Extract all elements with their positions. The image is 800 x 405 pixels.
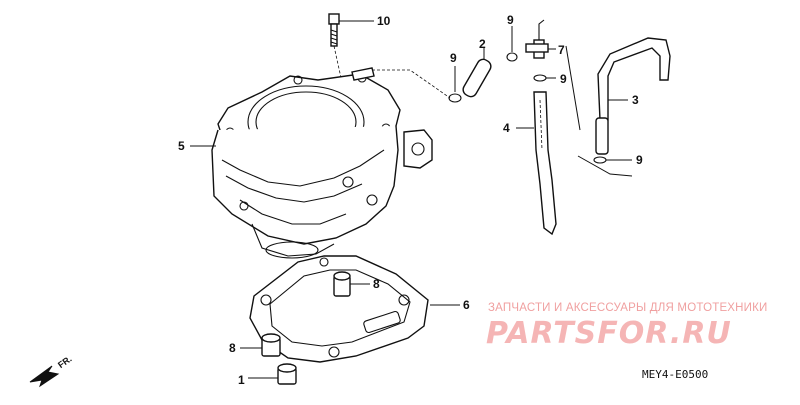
dowel-pin-8-lower [261, 333, 281, 357]
watermark-caption: ЗАПЧАСТИ И АКСЕССУАРЫ ДЛЯ МОТОТЕХНИКИ [488, 302, 768, 314]
clip-9-d [593, 156, 607, 164]
clip-9-c [533, 74, 547, 82]
cylinder-5 [211, 67, 433, 259]
callout-4: 4 [503, 121, 510, 135]
clip-9-b [506, 52, 518, 62]
collar-1 [277, 363, 297, 385]
callout-8b: 8 [229, 341, 236, 355]
bracket-line-lower [577, 155, 633, 177]
reference-code: MEY4-E0500 [642, 368, 709, 381]
tube-4 [533, 91, 557, 236]
callout-10: 10 [377, 14, 391, 28]
clip-9-a [448, 93, 462, 103]
callout-6: 6 [463, 298, 470, 312]
hose-route-line [372, 69, 451, 99]
callout-9c: 9 [560, 72, 567, 86]
callout-7: 7 [558, 43, 565, 57]
bolt-10 [328, 13, 340, 47]
joint-7 [525, 19, 549, 59]
callout-1: 1 [238, 373, 245, 387]
gasket-6 [249, 255, 429, 363]
front-direction-arrow [29, 365, 60, 388]
callout-8a: 8 [373, 277, 380, 291]
tube-2 [462, 58, 492, 98]
bracket-line-upper [565, 45, 581, 131]
callout-5: 5 [178, 139, 185, 153]
callout-3: 3 [632, 93, 639, 107]
callout-9a: 9 [450, 51, 457, 65]
hose-3 [595, 37, 671, 155]
callout-2: 2 [479, 37, 486, 51]
callout-9d: 9 [636, 153, 643, 167]
callout-9b: 9 [507, 13, 514, 27]
watermark-logo: PARTSFOR.RU [486, 316, 732, 351]
dowel-pin-8-upper [333, 271, 351, 297]
